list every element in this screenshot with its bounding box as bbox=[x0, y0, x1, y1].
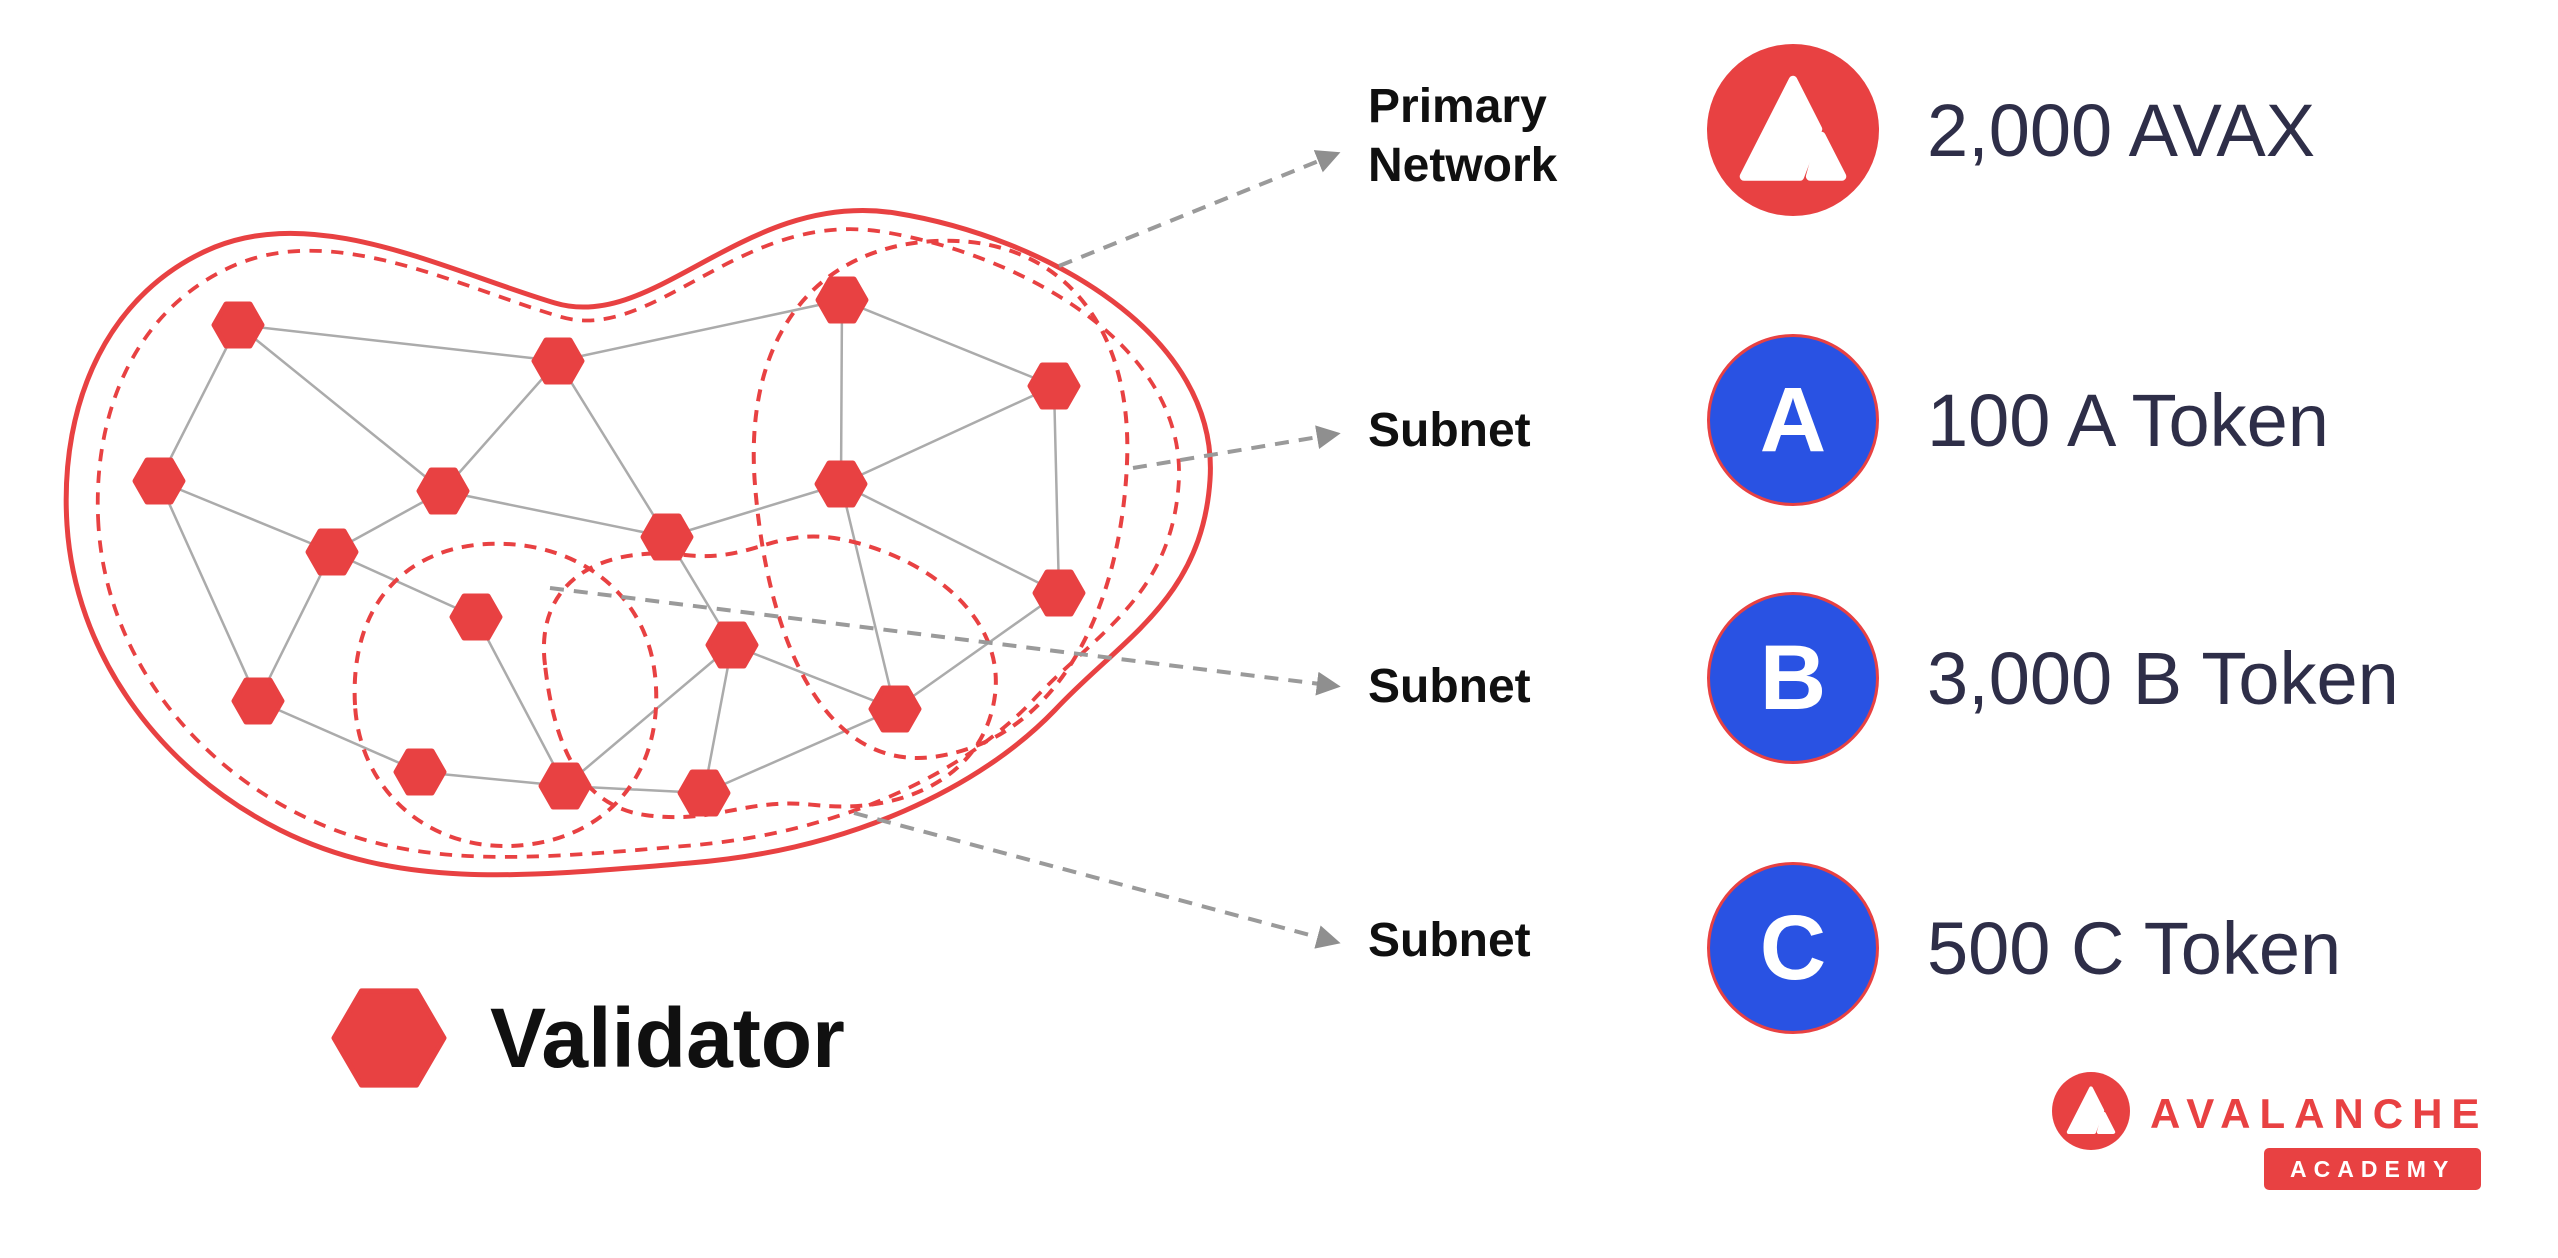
token-row-c: C 500 C Token bbox=[1707, 862, 2341, 1034]
token-c-letter: C bbox=[1759, 897, 1827, 999]
avalanche-logo-icon bbox=[1707, 44, 1879, 216]
token-a-letter: A bbox=[1759, 369, 1827, 471]
validator-node bbox=[818, 279, 866, 321]
validator-hexagon-icon bbox=[331, 988, 447, 1088]
brand-wordmark: AVALANCHE bbox=[2150, 1090, 2489, 1137]
token-amount-b: 3,000 B Token bbox=[1927, 636, 2399, 720]
token-a-badge: A bbox=[1707, 334, 1879, 506]
subnet-label-bottom: Subnet bbox=[1368, 914, 1531, 967]
primary-network-label: Primary Network bbox=[1368, 80, 1558, 192]
validator-node bbox=[419, 470, 467, 512]
subnet-label-middle: Subnet bbox=[1368, 660, 1531, 713]
validator-node bbox=[234, 680, 282, 722]
validator-node bbox=[396, 751, 444, 793]
token-row-b: B 3,000 B Token bbox=[1707, 592, 2399, 764]
network-diagram bbox=[55, 185, 1265, 925]
brand-academy-badge: ACADEMY bbox=[2264, 1148, 2482, 1190]
validator-node bbox=[680, 772, 728, 814]
avalanche-academy-logo-icon bbox=[2052, 1072, 2130, 1150]
validator-node bbox=[214, 304, 262, 346]
validator-node bbox=[135, 460, 183, 502]
token-b-badge: B bbox=[1707, 592, 1879, 764]
token-amount-c: 500 C Token bbox=[1927, 906, 2342, 990]
validator-node bbox=[708, 624, 756, 666]
token-c-badge: C bbox=[1707, 862, 1879, 1034]
token-amount-avax: 2,000 AVAX bbox=[1927, 88, 2316, 172]
validator-node bbox=[871, 688, 919, 730]
validator-node bbox=[817, 463, 865, 505]
subnet-label-top: Subnet bbox=[1368, 404, 1531, 457]
token-row-avax: 2,000 AVAX bbox=[1707, 44, 2315, 216]
validator-node bbox=[452, 596, 500, 638]
validator-node bbox=[308, 531, 356, 573]
validator-node bbox=[1035, 572, 1083, 614]
validator-legend-label: Validator bbox=[490, 991, 845, 1085]
token-b-letter: B bbox=[1759, 627, 1827, 729]
validator-legend: Validator bbox=[330, 982, 845, 1094]
subnet-middle-outline bbox=[541, 534, 998, 820]
subnet-top-right-outline bbox=[751, 238, 1130, 761]
token-row-a: A 100 A Token bbox=[1707, 334, 2329, 506]
token-amount-a: 100 A Token bbox=[1927, 378, 2329, 462]
validator-node bbox=[534, 340, 582, 382]
validator-node bbox=[1030, 365, 1078, 407]
validator-node bbox=[541, 765, 589, 807]
validator-node bbox=[643, 516, 691, 558]
